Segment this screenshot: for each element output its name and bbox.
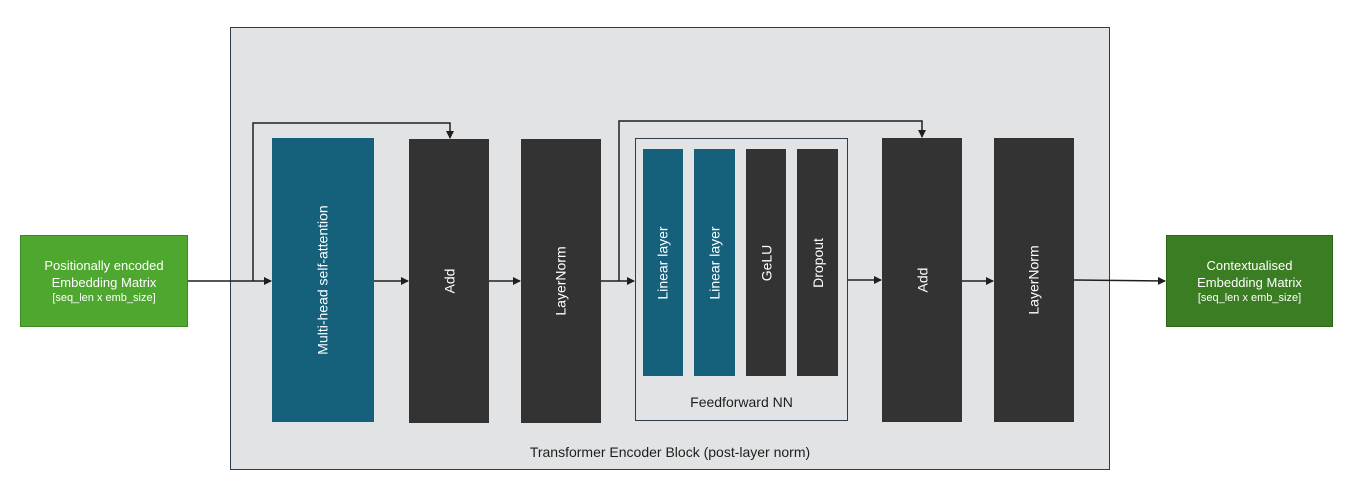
add-2-label: Add <box>913 267 930 293</box>
linear-1-label: Linear layer <box>655 225 671 300</box>
mhsa-label: Multi-head self-attention <box>315 205 332 355</box>
linear-2-label: Linear layer <box>706 225 723 300</box>
output-label-shape: [seq_len x emb_size] <box>1197 291 1302 304</box>
linear-layer-2: Linear layer <box>694 149 735 376</box>
encoder-block-label: Transformer Encoder Block (post-layer no… <box>529 444 811 460</box>
input-label-line1: Positionally encoded <box>44 257 164 273</box>
input-label-shape: [seq_len x emb_size] <box>52 291 156 304</box>
linear-layer-1: Linear layer <box>643 149 683 376</box>
add-layer-1: Add <box>409 139 489 423</box>
input-embedding-box: Positionally encoded Embedding Matrix [s… <box>20 235 188 327</box>
gelu-label: GeLU <box>757 244 774 281</box>
layernorm-layer-1: LayerNorm <box>521 139 601 423</box>
output-embedding-box: Contextualised Embedding Matrix [seq_len… <box>1166 235 1333 327</box>
add-1-label: Add <box>440 268 457 294</box>
output-label-line2: Embedding Matrix <box>1197 274 1302 290</box>
output-label-line1: Contextualised <box>1206 257 1293 273</box>
gelu-layer: GeLU <box>746 149 786 376</box>
layernorm-1-label: LayerNorm <box>553 246 569 316</box>
layernorm-2-label: LayerNorm <box>1026 245 1042 315</box>
dropout-label: Dropout <box>809 237 826 288</box>
feedforward-nn-label: Feedforward NN <box>690 394 793 410</box>
add-layer-2: Add <box>882 138 962 422</box>
layernorm-layer-2: LayerNorm <box>994 138 1074 422</box>
multi-head-self-attention-layer: Multi-head self-attention <box>272 138 374 422</box>
input-label-line2: Embedding Matrix <box>51 274 157 290</box>
dropout-layer: Dropout <box>797 149 838 376</box>
